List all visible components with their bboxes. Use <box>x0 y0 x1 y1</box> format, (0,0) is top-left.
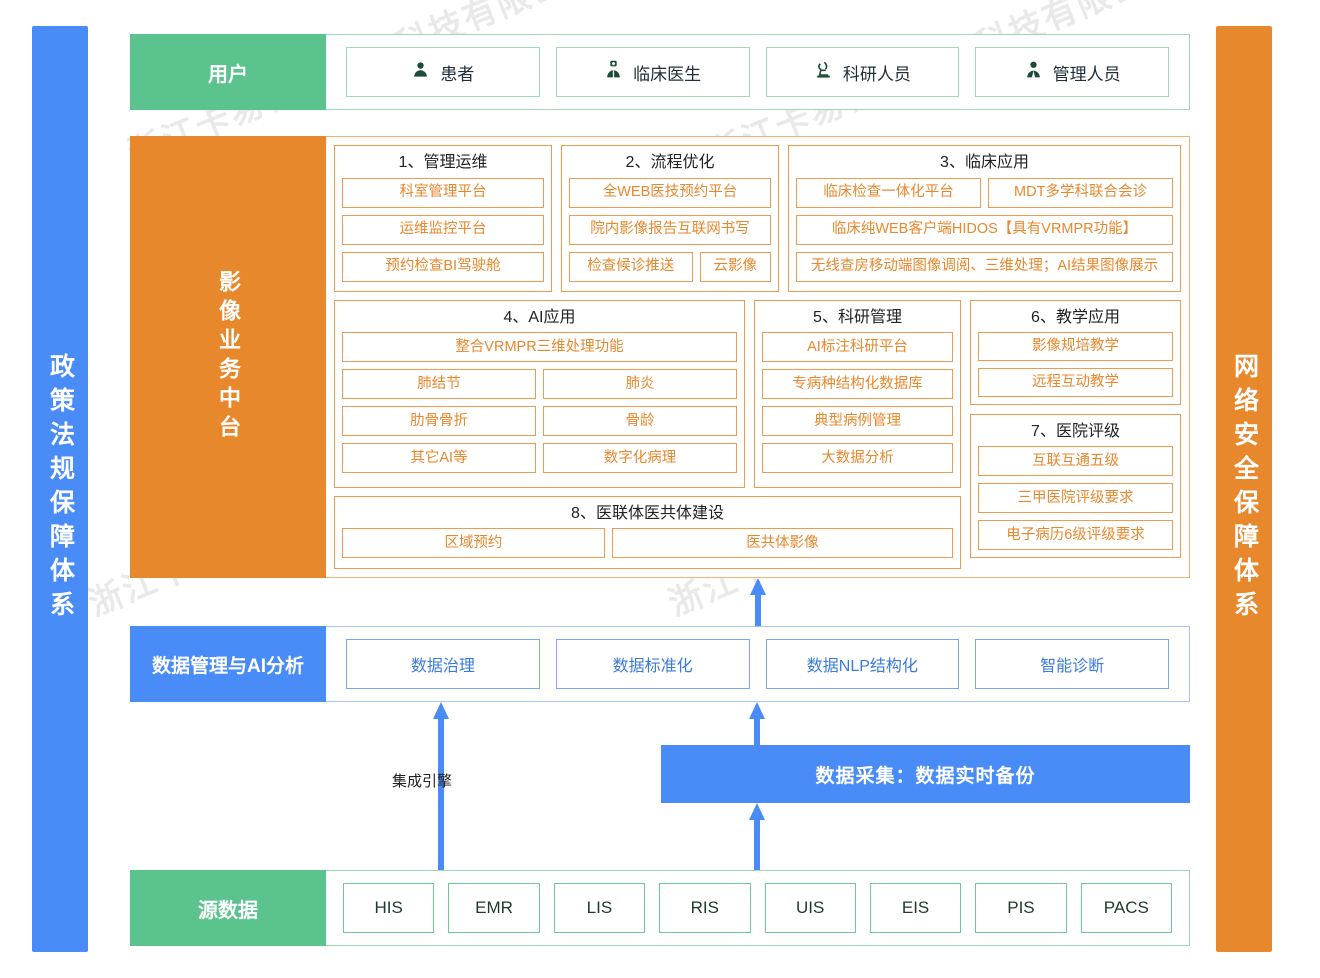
manager-icon <box>1024 60 1043 84</box>
source-chip-pis[interactable]: PIS <box>975 883 1067 933</box>
arrow-data-to-platform <box>750 578 766 628</box>
source-chip-ris[interactable]: RIS <box>659 883 751 933</box>
group-5-research-management: 5、科研管理 AI标注科研平台 专病种结构化数据库 典型病例管理 大数据分析 <box>754 299 961 488</box>
platform-item[interactable]: 临床纯WEB客户端HIDOS【具有VRMPR功能】 <box>796 214 1173 245</box>
group-title: 6、教学应用 <box>1031 308 1120 326</box>
platform-item[interactable]: 全WEB医技预约平台 <box>569 177 771 208</box>
imaging-platform-body: 1、管理运维 科室管理平台 运维监控平台 预约检查BI驾驶舱 2、流程优化 全W… <box>326 136 1190 578</box>
platform-item[interactable]: 远程互动教学 <box>978 367 1173 397</box>
group-title: 3、临床应用 <box>940 154 1029 171</box>
imaging-platform-label-text: 影像业务中台 <box>216 270 241 444</box>
source-chip-his[interactable]: HIS <box>343 883 435 933</box>
user-chip-label: 患者 <box>440 64 475 84</box>
platform-item[interactable]: 医共体影像 <box>611 528 953 559</box>
platform-item[interactable]: 肺结节 <box>342 369 536 400</box>
group-title: 5、科研管理 <box>813 308 902 326</box>
platform-item[interactable]: 运维监控平台 <box>342 214 544 245</box>
group-title: 8、医联体医共体建设 <box>571 504 724 522</box>
group-title: 1、管理运维 <box>398 154 488 171</box>
platform-item[interactable]: 无线查房移动端图像调阅、三维处理；AI结果图像展示 <box>796 251 1173 282</box>
imaging-platform-band: 影像业务中台 1、管理运维 科室管理平台 运维监控平台 预约检查BI驾驶舱 2、… <box>130 136 1190 578</box>
data-chip-intelligent-diagnosis[interactable]: 智能诊断 <box>975 639 1169 689</box>
platform-item[interactable]: 肺炎 <box>543 369 737 400</box>
user-chip-patient[interactable]: 患者 <box>346 47 540 97</box>
imaging-platform-label: 影像业务中台 <box>130 136 326 578</box>
platform-item[interactable]: 互联互通五级 <box>978 446 1173 477</box>
data-management-items: 数据治理 数据标准化 数据NLP结构化 智能诊断 <box>326 626 1190 702</box>
left-policy-bar-label: 政策法规保障体系 <box>46 353 75 625</box>
platform-item[interactable]: 其它AI等 <box>342 443 536 474</box>
user-band: 用户 患者 临床医生 科研人员 <box>130 34 1190 110</box>
platform-item[interactable]: 科室管理平台 <box>342 177 544 208</box>
data-chip-standardization[interactable]: 数据标准化 <box>555 639 750 689</box>
doctor-icon <box>604 60 623 84</box>
source-chip-emr[interactable]: EMR <box>448 883 540 933</box>
arrow-integration-engine <box>433 702 449 870</box>
group-4-ai-applications: 4、AI应用 整合VRMPR三维处理功能 肺结节 肺炎 肋骨骨折 骨龄 其它AI… <box>334 299 745 488</box>
group-title: 7、医院评级 <box>1031 422 1120 440</box>
platform-item[interactable]: 专病种结构化数据库 <box>762 369 953 400</box>
user-band-items: 患者 临床医生 科研人员 管理人员 <box>326 34 1190 110</box>
source-data-band: 源数据 HIS EMR LIS RIS UIS EIS PIS PACS <box>130 870 1190 946</box>
source-chip-pacs[interactable]: PACS <box>1080 883 1172 933</box>
source-chip-uis[interactable]: UIS <box>764 883 856 933</box>
platform-item[interactable]: 检查候诊推送 <box>569 251 693 282</box>
spacer <box>970 496 1181 569</box>
source-chip-lis[interactable]: LIS <box>553 883 646 933</box>
user-chip-administrator[interactable]: 管理人员 <box>975 47 1169 97</box>
data-chip-governance[interactable]: 数据治理 <box>346 639 540 689</box>
platform-item[interactable]: 整合VRMPR三维处理功能 <box>342 332 737 363</box>
platform-item[interactable]: 院内影像报告互联网书写 <box>569 214 771 245</box>
right-security-bar-label: 网络安全保障体系 <box>1230 353 1259 625</box>
left-policy-bar: 政策法规保障体系 <box>32 26 88 952</box>
source-data-items: HIS EMR LIS RIS UIS EIS PIS PACS <box>326 870 1190 946</box>
group-1-management-ops: 1、管理运维 科室管理平台 运维监控平台 预约检查BI驾驶舱 <box>334 145 552 292</box>
arrow-collect-to-data <box>749 702 765 747</box>
platform-item[interactable]: AI标注科研平台 <box>762 332 953 363</box>
data-collection-bar: 数据采集：数据实时备份 <box>661 745 1190 803</box>
integration-engine-label: 集成引擎 <box>391 773 452 790</box>
platform-item[interactable]: 云影像 <box>699 251 771 282</box>
platform-item[interactable]: 电子病历6级评级要求 <box>978 520 1173 551</box>
user-chip-clinician[interactable]: 临床医生 <box>555 47 750 97</box>
data-management-band: 数据管理与AI分析 数据治理 数据标准化 数据NLP结构化 智能诊断 <box>130 626 1190 702</box>
data-management-label: 数据管理与AI分析 <box>130 626 326 702</box>
user-icon <box>411 60 430 84</box>
group-6-teaching-applications: 6、教学应用 影像规培教学 远程互动教学 <box>970 299 1181 405</box>
group-3-clinical-applications: 3、临床应用 临床检查一体化平台 MDT多学科联合会诊 临床纯WEB客户端HID… <box>788 145 1181 292</box>
platform-item[interactable]: 典型病例管理 <box>762 406 953 437</box>
right-security-bar: 网络安全保障体系 <box>1216 26 1272 952</box>
user-chip-label: 临床医生 <box>633 64 702 84</box>
group-title: 4、AI应用 <box>503 308 576 326</box>
group-title: 2、流程优化 <box>625 154 715 171</box>
source-chip-eis[interactable]: EIS <box>869 883 962 933</box>
group-8-medical-alliance: 8、医联体医共体建设 区域预约 医共体影像 <box>334 495 961 569</box>
platform-item[interactable]: 骨龄 <box>543 406 737 437</box>
user-band-label: 用户 <box>130 34 326 110</box>
platform-item[interactable]: MDT多学科联合会诊 <box>988 177 1173 208</box>
source-data-label: 源数据 <box>130 870 326 946</box>
microscope-icon <box>814 60 833 84</box>
data-chip-nlp-structuring[interactable]: 数据NLP结构化 <box>765 639 960 689</box>
user-chip-researcher[interactable]: 科研人员 <box>765 47 960 97</box>
arrow-source-to-collect <box>749 803 765 870</box>
platform-item[interactable]: 大数据分析 <box>762 443 953 474</box>
platform-item[interactable]: 肋骨骨折 <box>342 406 536 437</box>
group-7-hospital-rating: 7、医院评级 互联互通五级 三甲医院评级要求 电子病历6级评级要求 <box>970 413 1181 559</box>
platform-item[interactable]: 临床检查一体化平台 <box>796 177 981 208</box>
platform-item[interactable]: 预约检查BI驾驶舱 <box>342 251 544 282</box>
user-chip-label: 科研人员 <box>842 64 911 84</box>
platform-item[interactable]: 数字化病理 <box>543 443 737 474</box>
group-2-process-optimization: 2、流程优化 全WEB医技预约平台 院内影像报告互联网书写 检查候诊推送 云影像 <box>561 145 779 292</box>
platform-item[interactable]: 影像规培教学 <box>978 332 1173 361</box>
user-chip-label: 管理人员 <box>1052 64 1121 84</box>
platform-item[interactable]: 区域预约 <box>342 528 605 559</box>
platform-item[interactable]: 三甲医院评级要求 <box>978 483 1173 514</box>
